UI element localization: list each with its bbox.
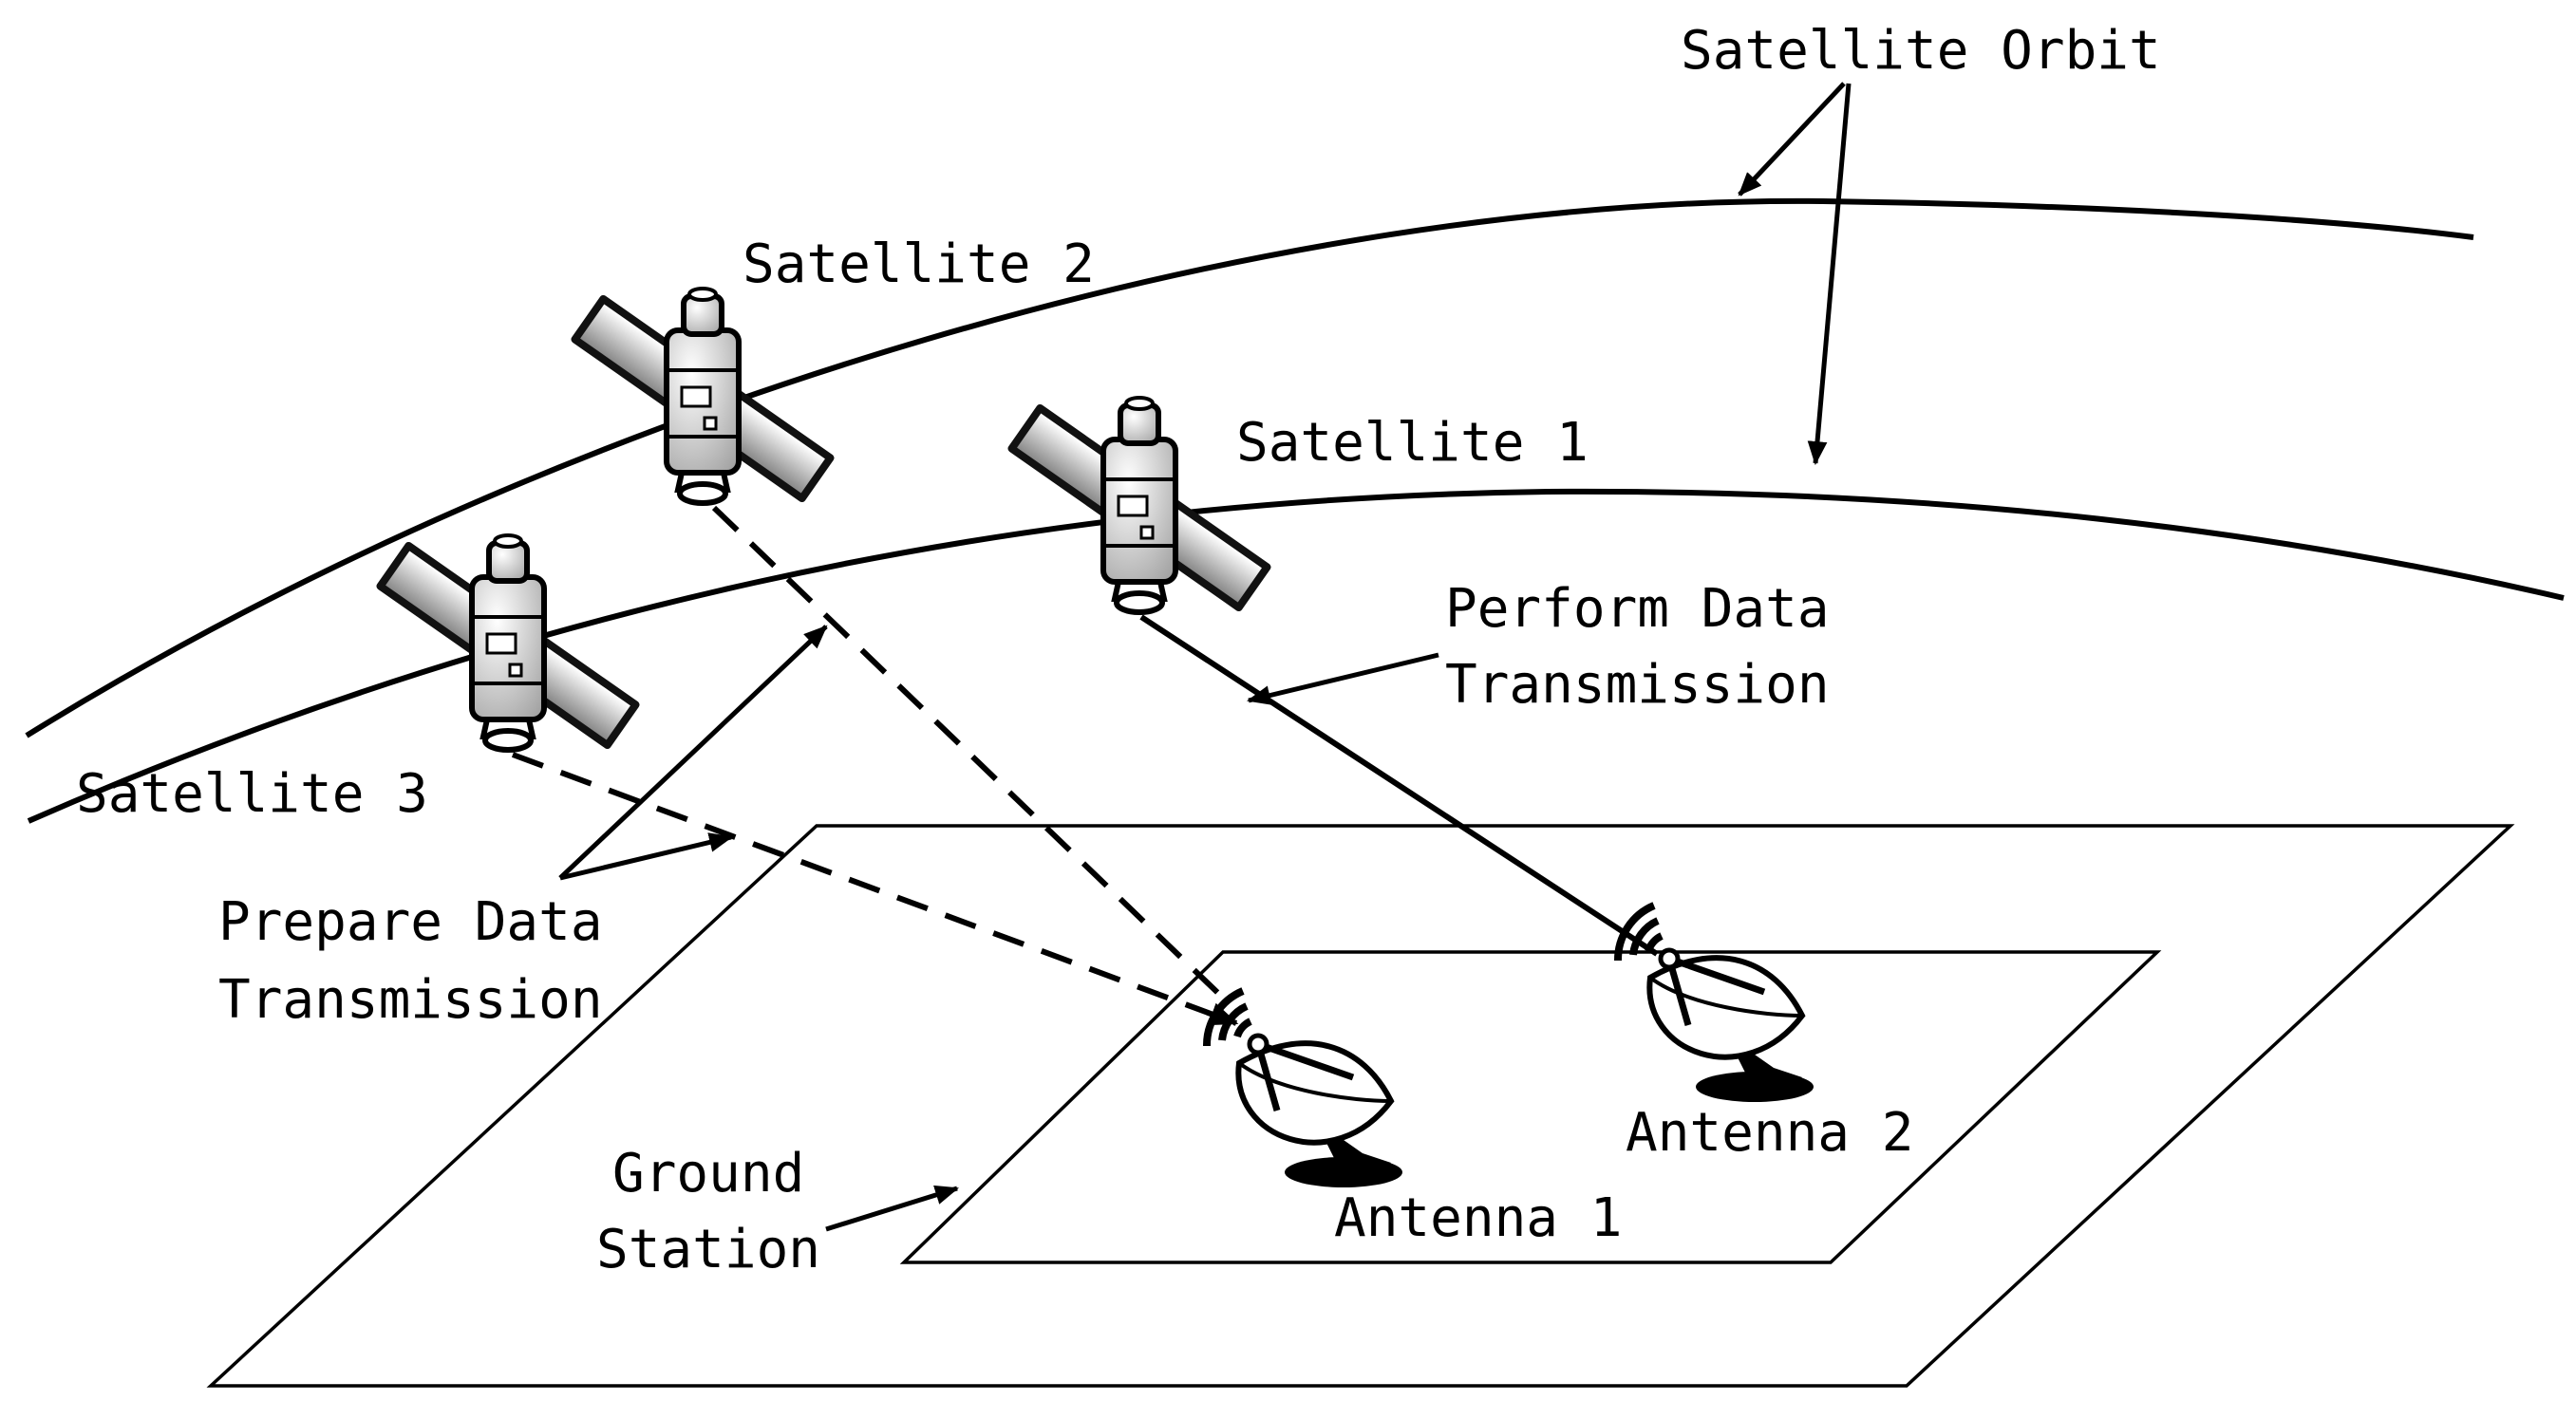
label-satellite-3: Satellite 3 xyxy=(76,763,428,825)
ground-station-outer-frame xyxy=(206,824,2515,1388)
label-satellite-1: Satellite 1 xyxy=(1236,412,1589,474)
orbit-pointer-outer xyxy=(1738,82,1846,196)
outer-orbit xyxy=(25,197,2474,738)
label-antenna-2: Antenna 2 xyxy=(1626,1102,1913,1164)
inner-orbit xyxy=(27,488,2565,824)
orbit-pointer-inner xyxy=(1807,83,1852,466)
prepare-pointer-lower xyxy=(559,832,734,881)
prepare-pointer-upper xyxy=(558,625,828,880)
label-prepare-line-2: Transmission xyxy=(218,969,603,1031)
label-perform-line-2: Transmission xyxy=(1445,654,1830,716)
label-satellite-orbit: Satellite Orbit xyxy=(1681,20,2161,82)
label-prepare-line-1: Prepare Data xyxy=(218,891,603,953)
satellite-icon xyxy=(570,289,836,504)
label-antenna-1: Antenna 1 xyxy=(1334,1187,1622,1249)
satellite-dish-icon xyxy=(1618,906,1814,1102)
label-ground-line-1: Ground xyxy=(612,1143,804,1205)
satellite-icon xyxy=(375,535,641,751)
prepare-link-satellite-3 xyxy=(511,752,1239,1026)
perform-pointer xyxy=(1246,652,1439,705)
prepare-link-satellite-2 xyxy=(711,505,1230,1004)
label-perform-line-1: Perform Data xyxy=(1445,578,1830,640)
ground-station-pointer xyxy=(825,1185,959,1232)
perform-transmission-link xyxy=(1139,614,1659,957)
ground-station-inner-frame xyxy=(899,950,2162,1264)
label-ground-line-2: Station xyxy=(596,1219,820,1280)
label-satellite-2: Satellite 2 xyxy=(743,234,1095,295)
